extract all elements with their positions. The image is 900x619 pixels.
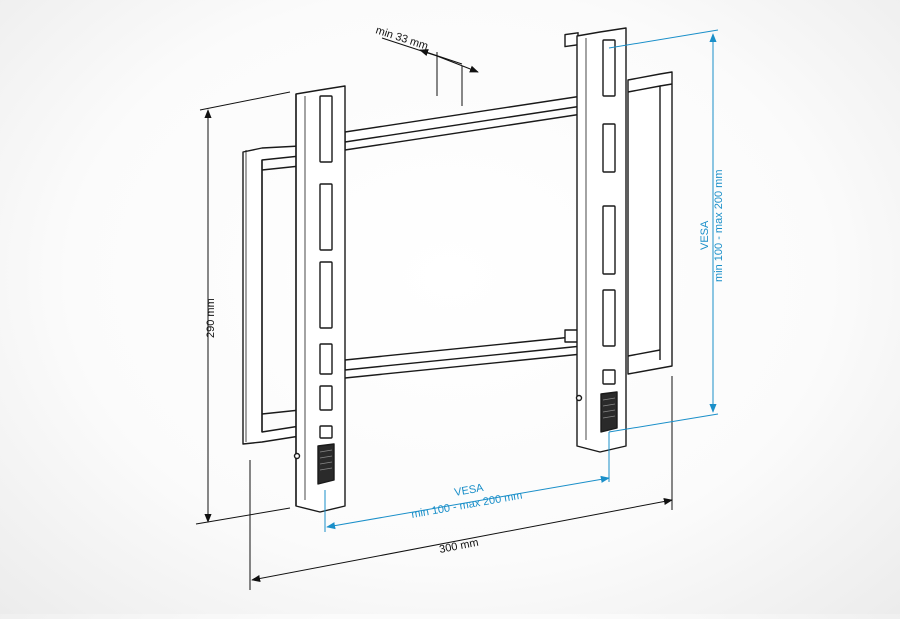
right-strap bbox=[575, 27, 627, 453]
slot bbox=[319, 385, 333, 411]
slot bbox=[319, 261, 333, 329]
slot bbox=[319, 425, 333, 439]
slot bbox=[602, 289, 616, 347]
slot bbox=[319, 95, 333, 163]
slot bbox=[319, 343, 333, 375]
slot bbox=[602, 123, 616, 173]
vesa-vertical-title: VESA bbox=[699, 220, 711, 250]
slot bbox=[319, 183, 333, 251]
lock-latch bbox=[600, 391, 618, 433]
height-label: 290 mm bbox=[205, 298, 217, 338]
left-strap bbox=[293, 85, 346, 513]
slot bbox=[602, 369, 616, 385]
vesa-horizontal-dimension bbox=[324, 432, 610, 532]
width-label: 300 mm bbox=[438, 537, 479, 556]
slot bbox=[602, 39, 616, 97]
vesa-vertical-range: min 100 - max 200 mm bbox=[713, 170, 725, 282]
depth-label: min 33 mm bbox=[374, 24, 429, 52]
vesa-horizontal-title: VESA bbox=[453, 482, 485, 499]
depth-dimension bbox=[381, 37, 479, 106]
vesa-vertical-dimension bbox=[608, 29, 719, 433]
wall-plate-frame bbox=[242, 32, 673, 445]
slot bbox=[602, 205, 616, 275]
